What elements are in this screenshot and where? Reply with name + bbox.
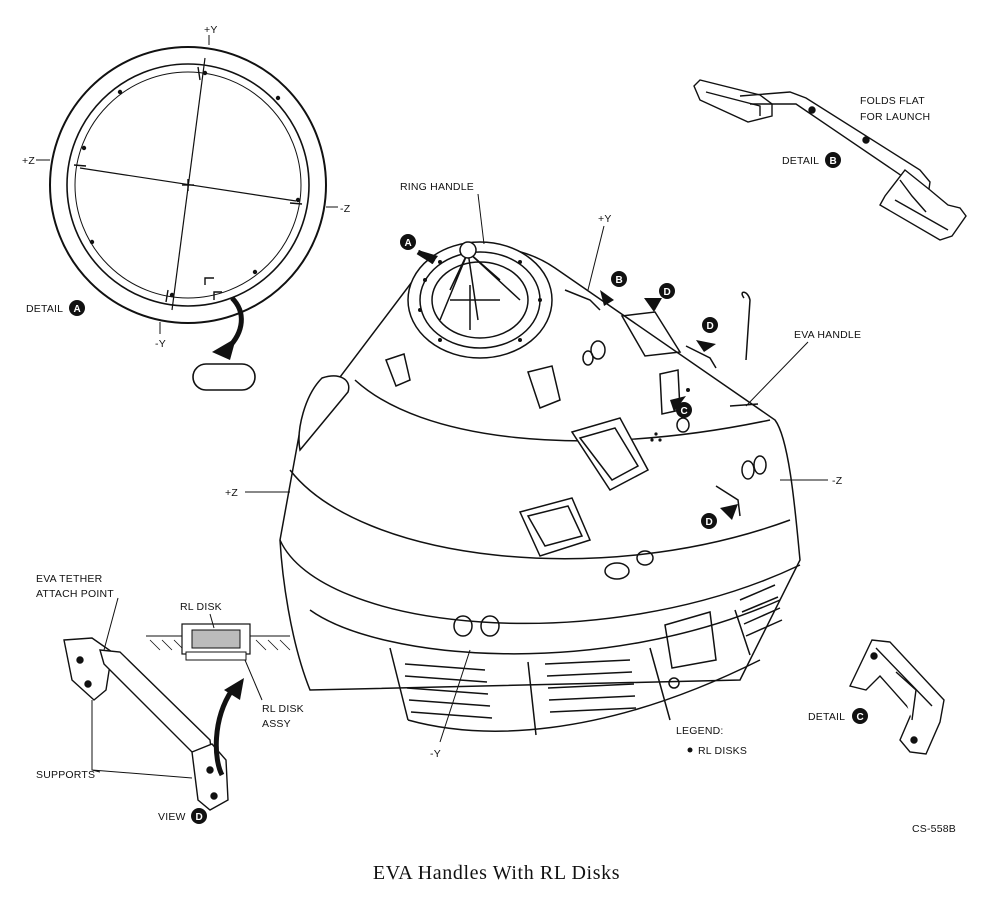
main-axis-right: -Z (832, 475, 843, 487)
figure-caption: EVA Handles With RL Disks (372, 862, 621, 884)
main-badge-a: A (400, 234, 416, 250)
legend-title: LEGEND: (676, 725, 724, 737)
detail-a-axis-top: +Y (204, 24, 218, 36)
legend-item: RL DISKS (698, 745, 747, 757)
main-badge-d-top: D (659, 283, 675, 299)
view-d-badge-letter: D (196, 812, 203, 823)
detail-b-note-line2: FOR LAUNCH (860, 111, 930, 123)
main-leaders (245, 193, 828, 743)
tether-label-line2: ATTACH POINT (36, 588, 114, 600)
main-axis-top: +Y (598, 213, 612, 225)
ring-handle-label: RING HANDLE (400, 181, 474, 193)
main-badge-c-letter: C (681, 406, 688, 417)
view-d-badge (191, 808, 207, 824)
view-d-label: VIEW (158, 811, 186, 823)
rl-disk-dots (418, 260, 690, 442)
view-d-arrowhead (224, 678, 244, 700)
main-badge-d-lower: D (701, 513, 717, 529)
rl-disk-assy-line1: RL DISK (262, 703, 304, 715)
detail-a-label: DETAIL (26, 303, 63, 315)
supports-label: SUPPORTS (36, 769, 95, 781)
detail-b-handle (693, 79, 967, 241)
rl-disk-assy-line2: ASSY (262, 718, 291, 730)
main-badge-d-lower-letter: D (706, 517, 713, 528)
view-d-handle (63, 637, 229, 811)
detail-a-axis-right: -Z (340, 203, 351, 215)
command-module (279, 241, 801, 736)
detail-a-ring (36, 35, 338, 391)
main-badge-d-top-letter: D (664, 287, 671, 298)
main-axis-bottom: -Y (430, 748, 441, 760)
legend-dot (687, 747, 693, 753)
eva-handle-label: EVA HANDLE (794, 329, 861, 341)
detail-a-badge-letter: A (74, 304, 81, 315)
drawing-number: CS-558B (912, 823, 956, 835)
detail-a-axis-bottom: -Y (155, 338, 166, 350)
main-badge-a-letter: A (405, 238, 412, 249)
detail-a-badge (69, 300, 85, 316)
main-arrows (416, 249, 738, 520)
main-badge-c: C (676, 402, 692, 418)
detail-b-label: DETAIL (782, 155, 819, 167)
detail-c-badge-letter: C (857, 712, 864, 723)
main-badge-b: B (611, 271, 627, 287)
main-badge-d-right: D (702, 317, 718, 333)
main-axis-left: +Z (225, 487, 238, 499)
detail-b-note-line1: FOLDS FLAT (860, 95, 925, 107)
tether-label-line1: EVA TETHER (36, 573, 103, 585)
detail-b-badge (825, 152, 841, 168)
rl-disk-inset (146, 623, 291, 661)
main-badge-d-right-letter: D (707, 321, 714, 332)
detail-c-label: DETAIL (808, 711, 845, 723)
rl-disk-label: RL DISK (180, 601, 222, 613)
detail-c-handle (848, 639, 945, 755)
detail-a-axis-left: +Z (22, 155, 35, 167)
detail-c-badge (852, 708, 868, 724)
view-d-leaders (91, 597, 263, 779)
main-badge-b-letter: B (616, 275, 623, 286)
detail-b-badge-letter: B (830, 156, 837, 167)
